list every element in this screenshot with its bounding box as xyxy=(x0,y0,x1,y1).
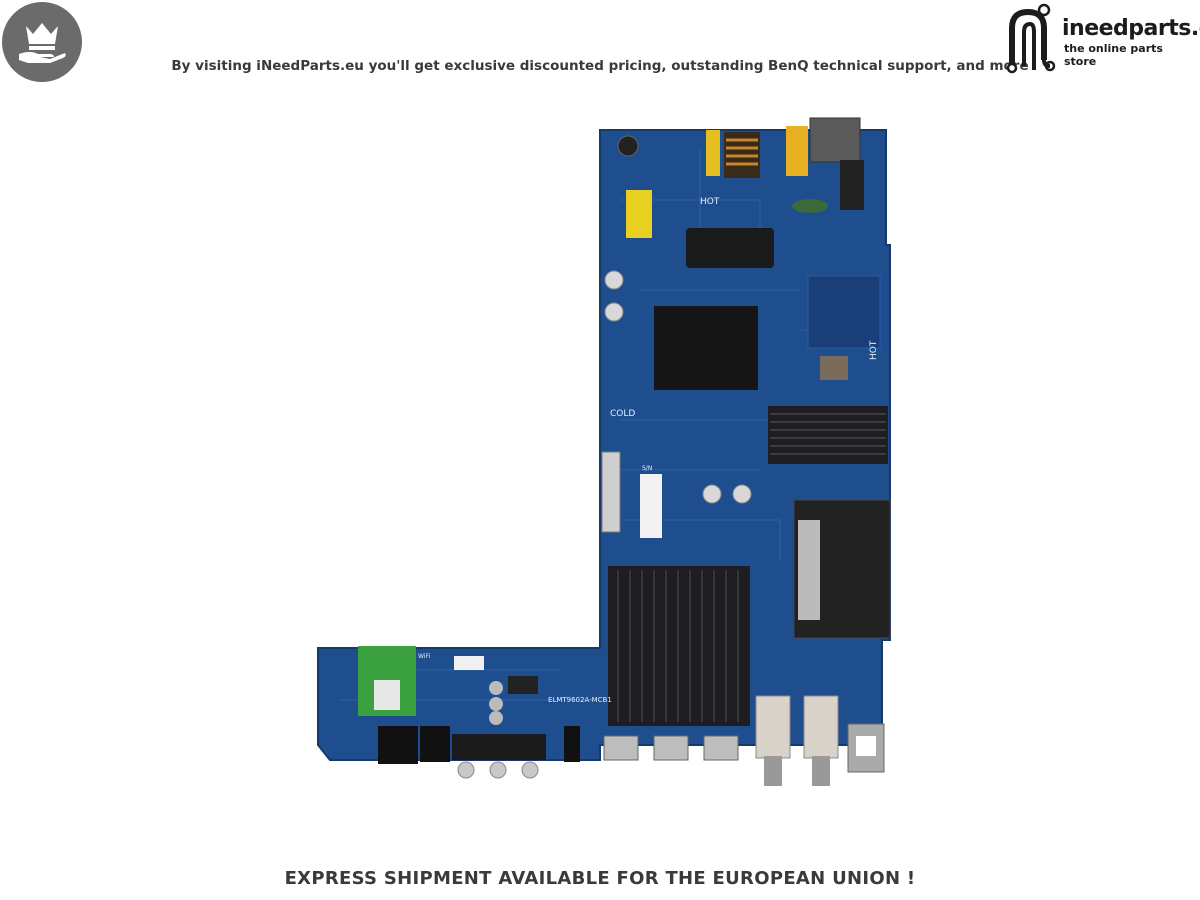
crown-on-hand-icon xyxy=(19,23,66,63)
header-tagline: By visiting iNeedParts.eu you'll get exc… xyxy=(171,58,1029,74)
shipping-notice: EXPRESS SHIPMENT AVAILABLE FOR THE EUROP… xyxy=(284,868,916,889)
brand-subtitle: the online parts store xyxy=(1064,42,1163,68)
circuit-n-icon xyxy=(1006,3,1056,74)
pcb-hot-label: HOT xyxy=(700,197,720,207)
brand-logo[interactable]: ineedparts.eu the online parts store xyxy=(1000,2,1200,78)
pcb-sn-label: S/N xyxy=(642,465,652,472)
brand-name: ineedparts.eu xyxy=(1062,16,1200,41)
crown-hand-logo xyxy=(2,2,82,82)
pcb-hot-side-label: HOT xyxy=(869,340,879,360)
pcb-cold-label: COLD xyxy=(610,409,635,419)
pcb-model-label: ELMT9602A-MCB1 xyxy=(548,696,612,704)
tv-main-board-image: HOT HOT COLD S/N WiFi ELMT9602A-MCB1 xyxy=(317,117,891,786)
pcb-wifi-label: WiFi xyxy=(418,653,430,660)
